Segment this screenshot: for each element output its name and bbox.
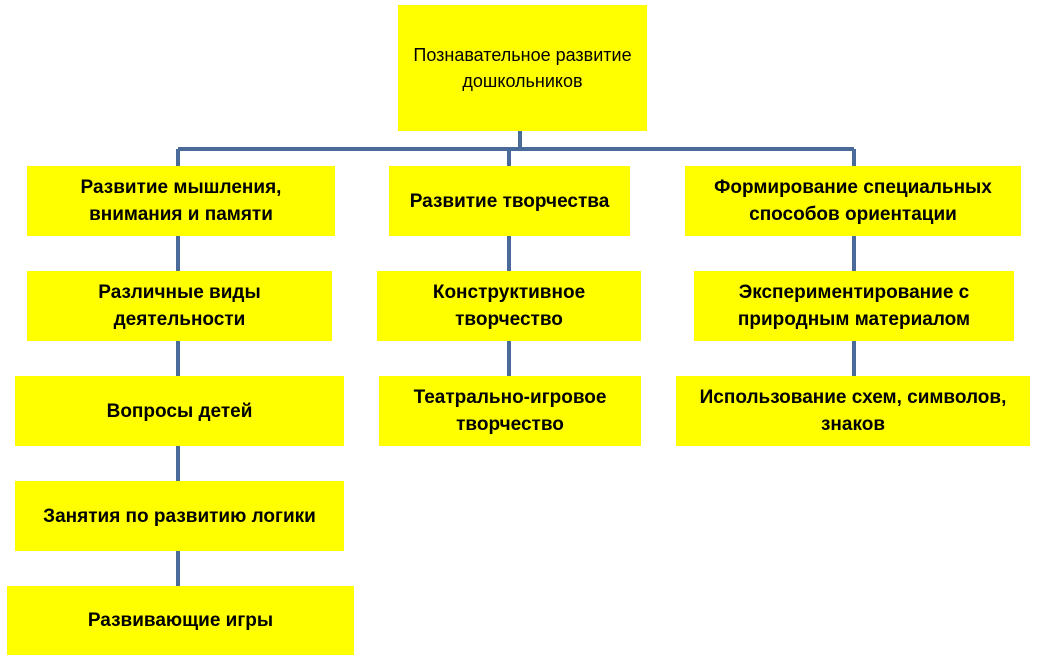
branch-label: Развитие творчества (409, 190, 610, 212)
child-label: Использование схем, символов, знаков (699, 387, 1007, 435)
child-node: Конструктивное творчество (377, 271, 641, 341)
child-node: Различные виды деятельности (27, 271, 332, 341)
child-label: Экспериментирование с природным материал… (737, 282, 971, 330)
child-node: Развивающие игры (7, 586, 354, 655)
child-label: Различные виды деятельности (98, 282, 261, 330)
connector-group (176, 131, 856, 586)
child-node: Занятия по развитию логики (15, 481, 344, 551)
branch-node-creativity: Развитие творчества (389, 166, 630, 236)
branch-label: Формирование специальных способов ориент… (714, 177, 992, 225)
child-node: Использование схем, символов, знаков (676, 376, 1030, 446)
branch-label: Развитие мышления, внимания и памяти (80, 177, 282, 225)
child-node: Театрально-игровое творчество (379, 376, 641, 446)
root-label: Познавательное развитие дошкольников (413, 45, 632, 91)
child-label: Театрально-игровое творчество (413, 387, 607, 435)
child-label: Развивающие игры (87, 610, 274, 631)
child-label: Занятия по развитию логики (43, 505, 316, 527)
child-node: Вопросы детей (15, 376, 344, 446)
child-node: Экспериментирование с природным материал… (694, 271, 1014, 341)
child-label: Конструктивное творчество (432, 282, 586, 330)
branch-node-thinking: Развитие мышления, внимания и памяти (27, 166, 335, 236)
child-label: Вопросы детей (106, 400, 253, 422)
branch-node-orientation: Формирование специальных способов ориент… (685, 166, 1021, 236)
root-node: Познавательное развитие дошкольников (398, 5, 647, 131)
